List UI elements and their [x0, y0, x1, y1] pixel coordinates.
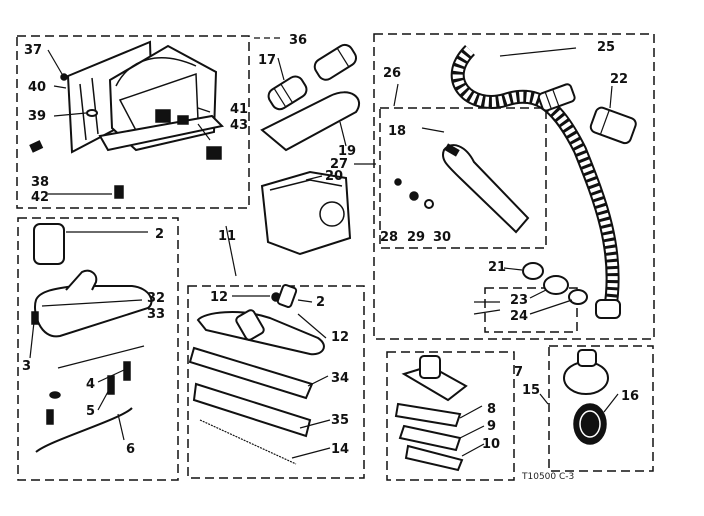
group-box-small-nozzle: [386, 351, 515, 481]
group-box-couplings: [484, 287, 578, 333]
hose-assembly: [394, 45, 637, 319]
label-24: 24: [510, 309, 528, 324]
label-18: 18: [388, 124, 406, 139]
label-3: 3: [22, 359, 31, 374]
label-30: 30: [433, 230, 451, 245]
bag-housing-part: [66, 40, 225, 154]
label-17: 17: [258, 53, 276, 68]
label-32: 32: [147, 291, 165, 306]
label-23: 23: [510, 293, 528, 308]
group-box-rug-nozzle: [187, 285, 365, 479]
group-box-dusting-brush: [548, 345, 654, 472]
small-nozzle-parts: [394, 355, 468, 472]
label-37: 37: [24, 43, 42, 58]
diagram-footer-code: T10500 C-3: [521, 472, 574, 482]
label-11: 11: [218, 229, 236, 244]
label-35: 35: [331, 413, 349, 428]
leader-lines: [29, 37, 619, 459]
label-2-floor: 2: [155, 227, 164, 242]
label-20: 20: [325, 169, 343, 184]
label-14: 14: [331, 442, 349, 457]
label-8: 8: [487, 402, 496, 417]
label-6: 6: [126, 442, 135, 457]
label-25: 25: [597, 40, 615, 55]
hose-connector-parts: [260, 43, 360, 256]
label-22: 22: [610, 72, 628, 87]
label-12-top: 12: [210, 290, 228, 305]
label-26: 26: [383, 66, 401, 81]
label-39: 39: [28, 109, 46, 124]
label-12-bottom: 12: [331, 330, 349, 345]
label-29: 29: [407, 230, 425, 245]
label-9: 9: [487, 419, 496, 434]
label-2-rug: 2: [316, 295, 325, 310]
label-38: 38: [31, 175, 49, 190]
group-box-cabinet: [16, 35, 250, 209]
label-36: 36: [289, 33, 307, 48]
label-16: 16: [621, 389, 639, 404]
label-10: 10: [482, 437, 500, 452]
label-41: 41: [230, 102, 248, 117]
label-19: 19: [338, 144, 356, 159]
label-15: 15: [522, 383, 540, 398]
label-42: 42: [31, 190, 49, 205]
label-33: 33: [147, 307, 165, 322]
label-34: 34: [331, 371, 349, 386]
floor-tool-parts: [31, 223, 153, 453]
label-43: 43: [230, 118, 248, 133]
group-box-hose: [373, 33, 655, 340]
rug-nozzle-parts: [188, 284, 325, 465]
label-40: 40: [28, 80, 46, 95]
label-5: 5: [86, 404, 95, 419]
dusting-brush-parts: [563, 349, 609, 445]
label-27: 27: [330, 157, 348, 172]
label-28: 28: [380, 230, 398, 245]
label-21: 21: [488, 260, 506, 275]
small-screw-parts: [29, 73, 222, 199]
label-7: 7: [514, 365, 523, 380]
label-4: 4: [86, 377, 95, 392]
